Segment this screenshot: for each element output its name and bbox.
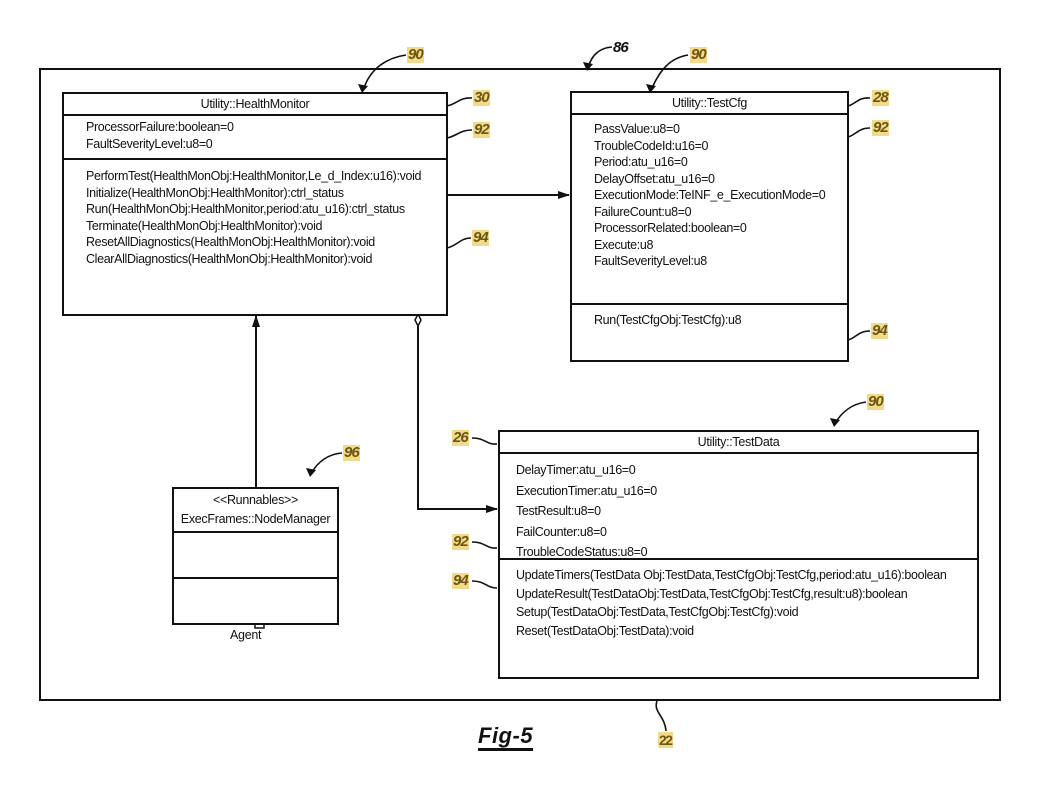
- leader-94-testdata: [471, 580, 498, 589]
- ref-30-healthmonitor-header: 30: [473, 89, 490, 106]
- attribute: TestResult:u8=0: [516, 504, 601, 518]
- attribute: Execute:u8: [594, 237, 654, 252]
- aggregation-healthmonitor-testdata: [417, 326, 498, 513]
- ref-28-testcfg-header: 28: [872, 89, 889, 106]
- class-test-cfg-name: Utility::TestCfg: [572, 93, 847, 115]
- operation: UpdateResult(TestDataObj:TestData,TestCf…: [516, 586, 908, 601]
- operation: Setup(TestDataObj:TestData,TestCfgObj:Te…: [516, 605, 799, 619]
- operation: Run(TestCfgObj:TestCfg):u8: [594, 313, 742, 327]
- class-node-manager-header: <<Runnables>> ExecFrames::NodeManager: [174, 489, 337, 533]
- ref-26-testdata-header: 26: [452, 429, 469, 446]
- ref-92-healthmonitor-attributes: 92: [473, 121, 490, 138]
- ref-94-healthmonitor-operations: 94: [472, 229, 489, 246]
- leader-arrowhead-icon: [306, 468, 316, 477]
- class-test-data[interactable]: Utility::TestData DelayTimer:atu_u16=0 E…: [498, 430, 979, 679]
- class-test-data-operations: UpdateTimers(TestData Obj:TestData,TestC…: [500, 560, 977, 640]
- class-test-cfg-operations: Run(TestCfgObj:TestCfg):u8: [572, 305, 847, 329]
- attribute: TroubleCodeId:u16=0: [594, 138, 709, 153]
- leader-92-healthmonitor: [446, 129, 473, 139]
- attribute: DelayTimer:atu_u16=0: [516, 463, 636, 477]
- class-health-monitor-name: Utility::HealthMonitor: [64, 94, 446, 116]
- leader-lines: [311, 46, 871, 732]
- attribute: DelayOffset:atu_u16=0: [594, 171, 715, 186]
- leader-arrowhead-icon: [646, 84, 656, 93]
- operation: Run(HealthMonObj:HealthMonitor,period:at…: [86, 202, 405, 216]
- operation: Reset(TestDataObj:TestData):void: [516, 623, 694, 638]
- ref-92-testcfg-attributes: 92: [872, 119, 889, 136]
- leader-94-healthmonitor: [446, 237, 472, 249]
- class-health-monitor-operations: PerformTest(HealthMonObj:HealthMonitor,L…: [64, 160, 446, 267]
- ref-90-healthmonitor: 90: [407, 46, 424, 63]
- class-test-data-name: Utility::TestData: [500, 432, 977, 454]
- class-test-cfg-attributes: PassValue:u8=0 TroubleCodeId:u16=0 Perio…: [572, 115, 847, 305]
- ref-90-testdata: 90: [867, 393, 884, 410]
- attribute: FaultSeverityLevel:u8: [594, 254, 707, 268]
- attribute: ProcessorRelated:boolean=0: [594, 221, 747, 235]
- leader-90-testcfg: [651, 54, 689, 89]
- operation: ClearAllDiagnostics(HealthMonObj:HealthM…: [86, 251, 373, 266]
- leader-30: [446, 97, 473, 107]
- attribute: PassValue:u8=0: [594, 122, 680, 136]
- class-node-manager-name: ExecFrames::NodeManager: [180, 512, 331, 526]
- leader-90-healthmonitor: [363, 54, 407, 89]
- attribute: TroubleCodeStatus:u8=0: [516, 545, 648, 559]
- leader-arrowhead-icon: [830, 418, 840, 427]
- attribute: FaultSeverityLevel:u8=0: [86, 136, 213, 151]
- system-frame: [39, 68, 1001, 701]
- ref-22-frame: 22: [658, 732, 673, 748]
- leader-94-testcfg: [847, 330, 871, 341]
- leader-96: [311, 452, 343, 473]
- attribute: Period:atu_u16=0: [594, 155, 688, 169]
- operation: Initialize(HealthMonObj:HealthMonitor):c…: [86, 185, 344, 200]
- leader-arrowhead-icon: [583, 62, 593, 71]
- attribute: FailCounter:u8=0: [516, 524, 607, 539]
- leader-22: [655, 700, 667, 732]
- leader-arrowheads: [306, 62, 840, 477]
- ref-94-testdata-operations: 94: [452, 572, 469, 589]
- class-node-manager-stereotype: <<Runnables>>: [212, 493, 299, 507]
- operation: UpdateTimers(TestData Obj:TestData,TestC…: [516, 568, 947, 582]
- ref-86-system: 86: [613, 39, 629, 56]
- class-node-manager-attributes: [174, 533, 337, 579]
- attribute: FailureCount:u8=0: [594, 204, 692, 219]
- class-test-data-attributes: DelayTimer:atu_u16=0 ExecutionTimer:atu_…: [500, 454, 977, 560]
- ref-96-nodemanager: 96: [343, 444, 360, 461]
- agent-port-label: Agent: [230, 628, 262, 642]
- attribute: ExecutionTimer:atu_u16=0: [516, 483, 657, 498]
- class-health-monitor[interactable]: Utility::HealthMonitor ProcessorFailure:…: [62, 92, 448, 316]
- operation: ResetAllDiagnostics(HealthMonObj:HealthM…: [86, 235, 375, 249]
- ref-90-testcfg: 90: [690, 46, 707, 63]
- operation: PerformTest(HealthMonObj:HealthMonitor,L…: [86, 169, 422, 183]
- leader-90-testdata: [835, 401, 867, 423]
- leader-92-testcfg: [847, 127, 871, 138]
- class-test-cfg[interactable]: Utility::TestCfg PassValue:u8=0 TroubleC…: [570, 91, 849, 362]
- ref-92-testdata-attributes: 92: [452, 533, 469, 550]
- operation: Terminate(HealthMonObj:HealthMonitor):vo…: [86, 218, 323, 233]
- leader-28: [847, 97, 871, 107]
- attribute: ExecutionMode:TeINF_e_ExecutionMode=0: [594, 188, 826, 202]
- figure-caption: Fig-5: [478, 723, 534, 748]
- leader-arrowhead-icon: [358, 84, 368, 93]
- class-health-monitor-attributes: ProcessorFailure:boolean=0 FaultSeverity…: [64, 116, 446, 160]
- attribute: ProcessorFailure:boolean=0: [86, 120, 234, 134]
- ref-94-testcfg-operations: 94: [871, 322, 888, 339]
- leader-92-testdata: [471, 541, 498, 549]
- leader-26: [471, 437, 498, 445]
- class-node-manager[interactable]: <<Runnables>> ExecFrames::NodeManager: [172, 487, 339, 625]
